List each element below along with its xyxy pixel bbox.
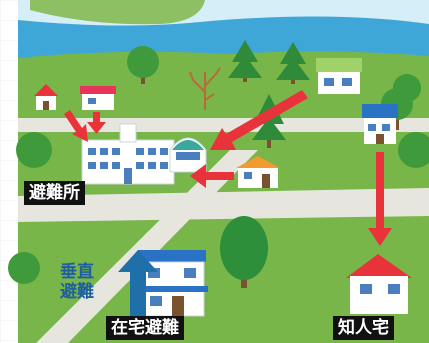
tree-icon <box>276 42 310 84</box>
house-icon <box>362 104 398 144</box>
house-icon <box>34 84 58 110</box>
vertical-evacuation-label: 垂直 避難 <box>60 262 94 302</box>
house-icon <box>80 86 116 110</box>
vertical-evacuation-label-line1: 垂直 <box>60 262 94 282</box>
acquaintance-home-label: 知人宅 <box>333 316 394 340</box>
vertical-arrow-icon <box>118 250 158 316</box>
home-evacuation-label: 在宅避難 <box>106 316 184 340</box>
arrow-icon <box>64 110 88 142</box>
arrow-icon <box>87 112 106 134</box>
tree-icon <box>16 132 52 168</box>
arrow-icon <box>190 164 234 188</box>
acquaintance-house <box>346 254 412 314</box>
house-icon <box>236 156 280 188</box>
evacuation-shelter-building <box>81 123 207 185</box>
arrow-icon <box>210 90 308 150</box>
island <box>30 0 205 25</box>
house-icon <box>316 58 362 94</box>
road-connector <box>160 196 370 216</box>
tree-icon <box>398 132 429 168</box>
evacuation-site-label: 避難所 <box>24 181 85 205</box>
bare-tree-icon <box>189 67 221 110</box>
tree-icon <box>220 216 268 288</box>
vertical-evacuation-label-line2: 避難 <box>60 282 94 302</box>
arrow-icon <box>368 152 392 246</box>
tree-icon <box>8 252 40 284</box>
tree-icon <box>228 40 262 82</box>
tree-icon <box>127 46 159 84</box>
